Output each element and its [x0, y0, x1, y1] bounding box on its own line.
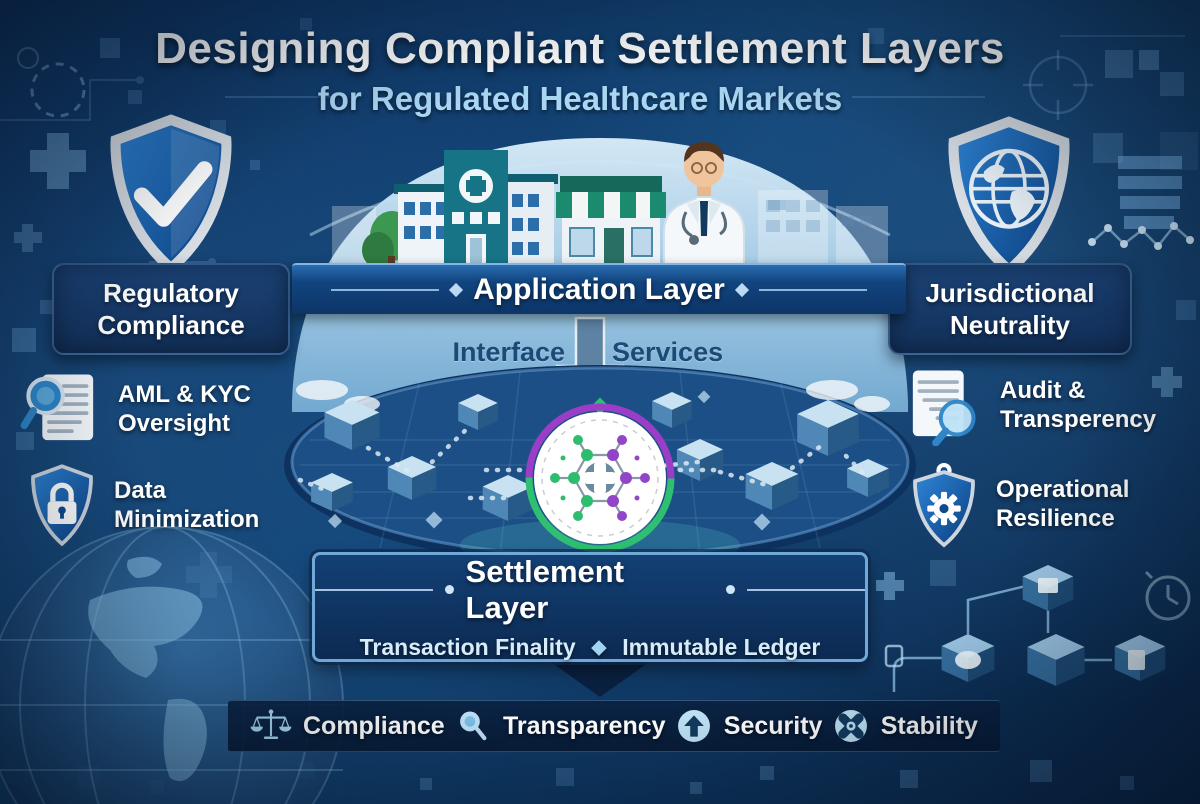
feature-operational-resilience: Operational Resilience [906, 460, 1166, 548]
regulatory-compliance-label: Regulatory Compliance [52, 263, 290, 355]
circle-decorations [17, 47, 1093, 120]
page-subtitle: for Regulated Healthcare Markets [317, 80, 843, 117]
settlement-layer-title: Settlement Layer [465, 553, 625, 625]
legend-item-transparency: Transparency [454, 707, 666, 745]
hospital-building [390, 150, 562, 271]
feature-data-minimization: Data Minimization [24, 462, 266, 548]
cube-connections [297, 423, 869, 501]
interface-label: Interface [452, 337, 565, 367]
legend-item-stability: Stability [832, 707, 978, 745]
cloud-decoration [296, 380, 890, 412]
shield-check-icon [95, 114, 247, 275]
banner-dot [442, 583, 456, 596]
diamond-separator: ◆ [591, 636, 607, 658]
mini-chart-decoration [1088, 156, 1194, 250]
feature-label: Data Minimization [114, 476, 260, 533]
bg-squares [12, 18, 1198, 794]
feature-audit-transparency: Audit & Transperency [902, 364, 1180, 446]
banner-line [315, 588, 433, 591]
feature-label: Operational Resilience [996, 475, 1130, 532]
shield-lock-icon [31, 464, 93, 547]
blockchain-cubes [311, 392, 889, 521]
pedestal-notch [548, 660, 652, 697]
application-layer-title: Application Layer [473, 272, 725, 306]
legend-bar: Compliance Transparency Security [228, 700, 1000, 752]
settlement-layer-panel: Settlement Layer Transaction Finality ◆ … [312, 552, 868, 662]
feature-aml-kyc: AML & KYC Oversight [20, 368, 270, 450]
feature-label: AML & KYC Oversight [118, 380, 251, 437]
skyline-silhouette [332, 190, 888, 266]
page-title: Designing Compliant Settlement Layers [155, 24, 1005, 73]
scales-icon [250, 709, 292, 740]
arrow-up-circle-icon [677, 710, 710, 742]
legend-item-security: Security [675, 707, 822, 745]
doctor-figure [663, 142, 745, 267]
banner-dot [724, 583, 738, 596]
legend-item-compliance: Compliance [250, 708, 445, 744]
services-label: Services [612, 337, 724, 367]
clock-icon [1145, 575, 1191, 621]
immutable-ledger-label: Immutable Ledger [622, 633, 821, 660]
shield-gear-icon [913, 462, 975, 548]
magnifier-icon [460, 711, 487, 741]
life-ring-icon [834, 710, 867, 742]
banner-line [331, 288, 440, 291]
circuit-lines [0, 35, 1185, 302]
blockchain-cluster-decoration [884, 565, 1191, 692]
jurisdictional-neutrality-label: Jurisdictional Neutrality [888, 263, 1132, 355]
shield-globe-icon [933, 116, 1085, 277]
banner-diamond [449, 282, 464, 297]
banner-diamond [734, 282, 749, 297]
pharmacy-storefront [556, 176, 666, 266]
document-magnifier-icon [20, 374, 94, 441]
banner-line [758, 288, 867, 291]
banner-line [747, 588, 866, 591]
document-magnifier-icon [912, 370, 976, 446]
feature-label: Audit & Transperency [1000, 376, 1157, 433]
transaction-finality-label: Transaction Finality [359, 633, 576, 660]
application-layer-banner: Application Layer [292, 263, 906, 314]
